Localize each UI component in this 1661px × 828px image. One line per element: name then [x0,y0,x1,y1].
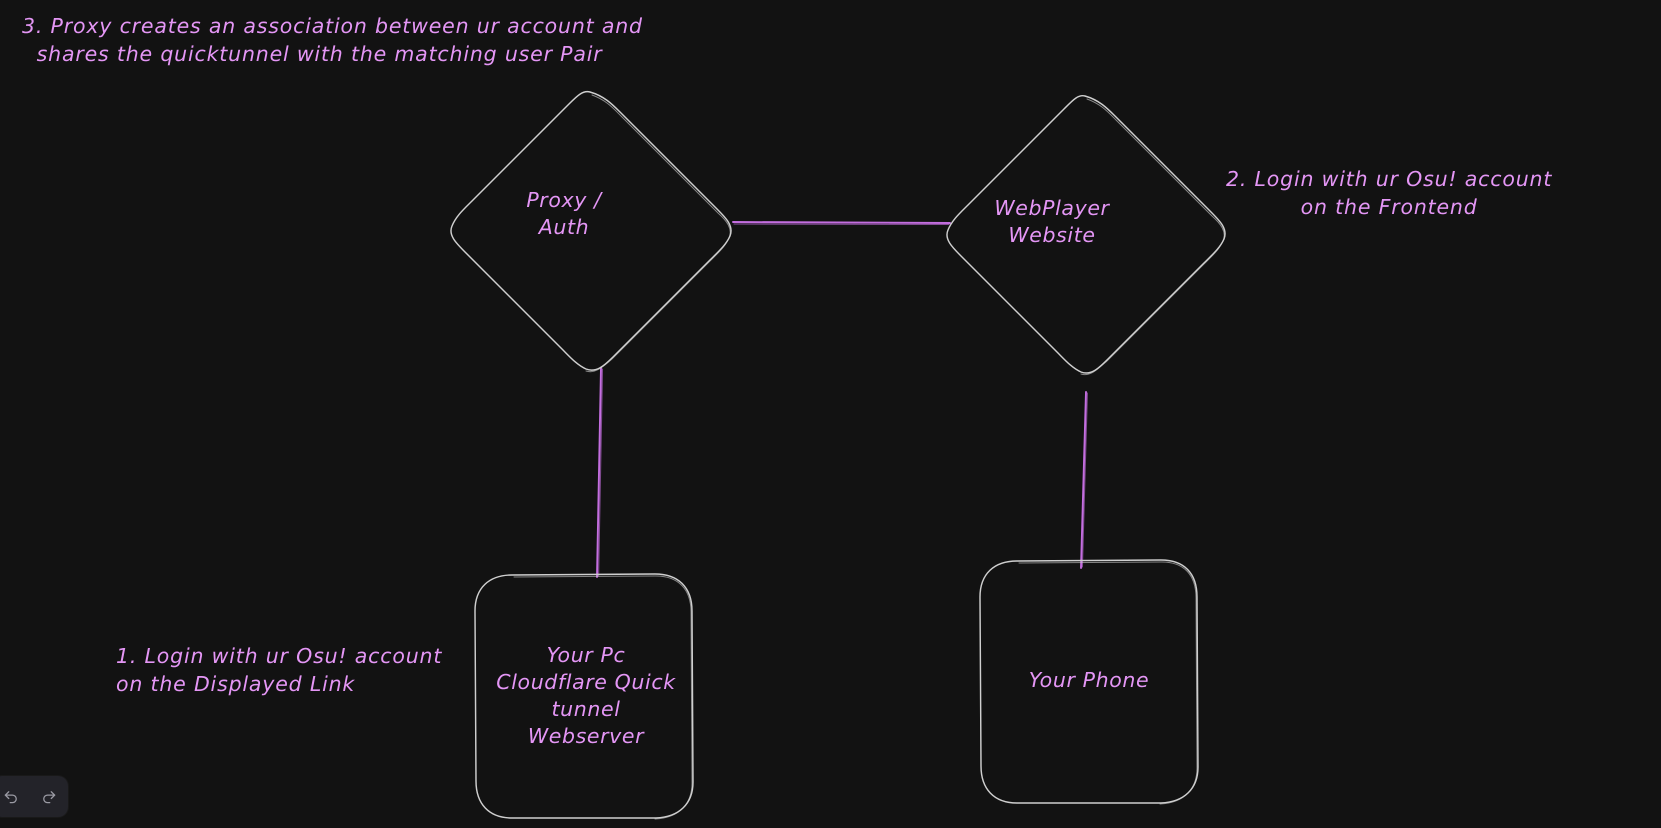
redo-button[interactable] [36,784,62,810]
connector-proxy-to-webplayer[interactable] [732,221,951,226]
connector-proxy-to-yourpc[interactable] [596,367,604,578]
annotation-step-3[interactable]: 3. Proxy creates an association between … [22,14,643,67]
annotation-step-1[interactable]: 1. Login with ur Osu! account on the Dis… [116,644,443,697]
connector-webplayer-to-yourphone[interactable] [1080,391,1088,569]
shape-label-proxy-auth[interactable]: Proxy / Auth [526,187,602,239]
redo-arrow-icon [43,790,56,803]
shape-label-webplayer-website[interactable]: WebPlayer Website [994,195,1110,247]
annotation-step-2[interactable]: 2. Login with ur Osu! account on the Fro… [1226,167,1553,220]
shape-label-your-pc[interactable]: Your Pc Cloudflare Quick tunnel Webserve… [496,642,676,749]
history-toolbar[interactable] [0,776,68,817]
undo-arrow-icon [4,790,17,803]
undo-button[interactable] [0,784,24,810]
shape-label-your-phone[interactable]: Your Phone [1028,668,1150,693]
